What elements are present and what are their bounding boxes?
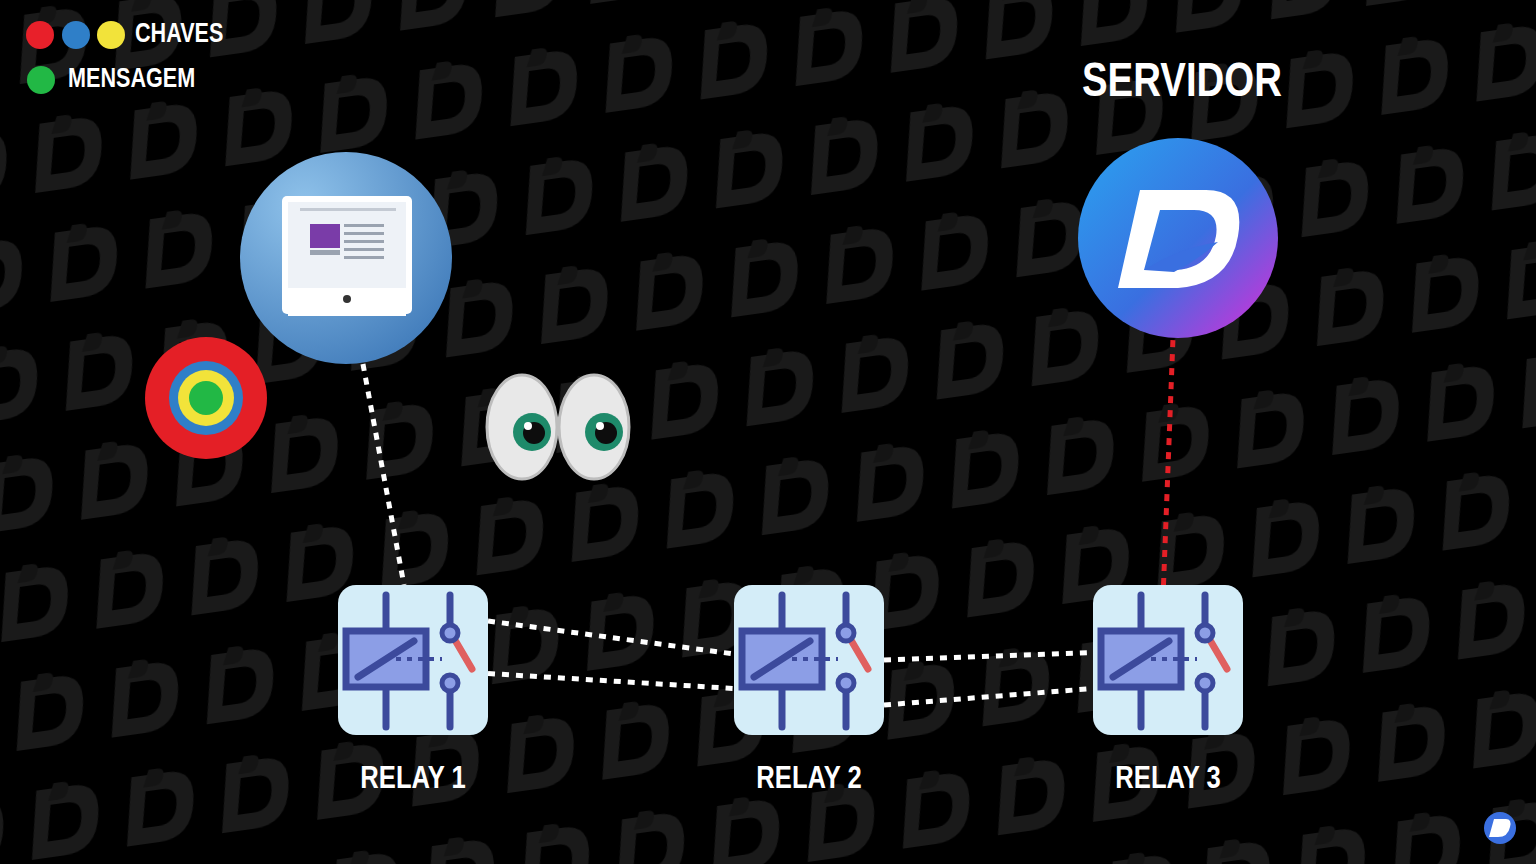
relay-box: RELAY 3	[1093, 585, 1243, 735]
legend-swatch	[27, 66, 55, 94]
eyes-icon	[487, 375, 629, 479]
key-dot	[62, 21, 90, 49]
dotted-connector	[488, 674, 734, 689]
relay-symbol	[338, 585, 488, 735]
key-dot	[26, 21, 54, 49]
node-heading: SERVIDOR	[1082, 56, 1274, 104]
node-label: RELAY 1	[337, 761, 489, 793]
corner-logo	[1484, 812, 1516, 844]
computer-circle	[240, 152, 452, 364]
key-dot	[97, 21, 125, 49]
dotted-connector	[884, 653, 1093, 661]
relay-box: RELAY 1	[338, 585, 488, 735]
dotted-connector	[1164, 338, 1174, 585]
dotted-connector	[363, 364, 404, 585]
server-circle: SERVIDOR	[1078, 138, 1278, 338]
encrypted-message-icon	[145, 337, 267, 459]
node-label: RELAY 2	[733, 761, 885, 793]
legend-text: MENSAGEM	[68, 63, 195, 94]
relay-symbol	[1093, 585, 1243, 735]
server-logo	[1078, 138, 1278, 338]
dotted-connector	[488, 621, 734, 654]
dotted-connector	[884, 689, 1093, 706]
node-label: RELAY 3	[1092, 761, 1244, 793]
legend-text: CHAVES	[135, 18, 223, 49]
computer-illustration	[240, 152, 452, 364]
relay-symbol	[734, 585, 884, 735]
relay-box: RELAY 2	[734, 585, 884, 735]
